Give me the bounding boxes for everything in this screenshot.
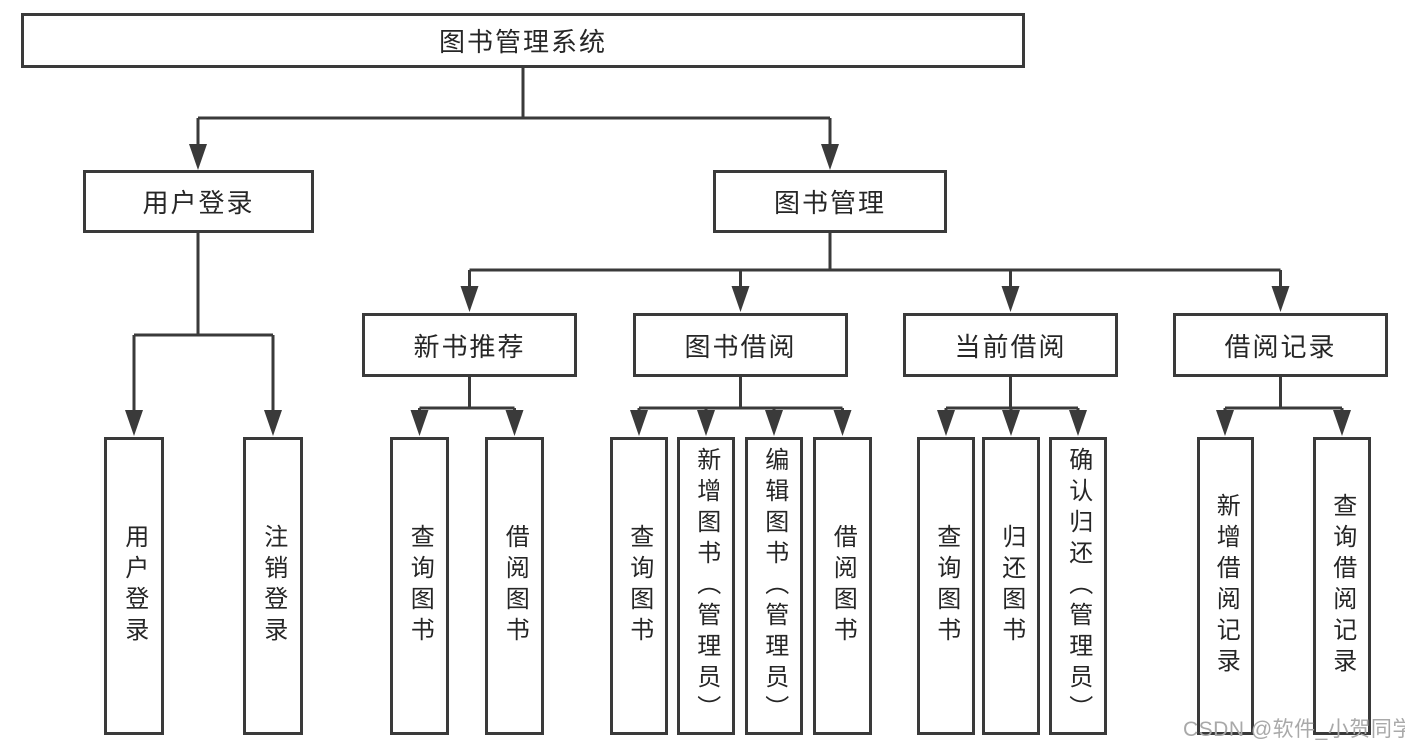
arrowheads [125,144,1351,436]
node-label: 查询图书 [406,524,434,648]
node-book-management-branch: 图书管理 [713,170,947,233]
node-label: 新增图书（管理员） [692,446,720,726]
csdn-watermark: CSDN @软件_小贺同学 [1183,718,1405,741]
node-label: 用户登录 [142,188,255,218]
node-label: 归还图书 [997,524,1025,648]
node-label: 编辑图书（管理员） [760,446,788,726]
node-book-borrowing: 图书借阅 [633,313,848,377]
leaf-borrowing-edit-books-admin: 编辑图书（管理员） [745,437,803,735]
node-label: 查询图书 [932,524,960,648]
node-label: 图书借阅 [684,331,797,362]
node-label: 当前借阅 [954,331,1067,362]
leaf-borrowing-borrow-books: 借阅图书 [813,437,872,735]
node-user-login-branch: 用户登录 [83,170,314,233]
leaf-borrowing-add-books-admin: 新增图书（管理员） [677,437,735,735]
node-label: 查询借阅记录 [1328,493,1356,679]
node-borrowing-records: 借阅记录 [1173,313,1388,377]
node-current-borrowing: 当前借阅 [903,313,1118,377]
node-label: 借阅图书 [501,524,529,648]
node-label: 用户登录 [120,524,148,648]
connector-lines [132,68,1344,414]
leaf-recommend-query-books: 查询图书 [390,437,449,735]
leaf-current-return-books: 归还图书 [982,437,1040,735]
node-label: 注销登录 [259,524,287,648]
node-label: 确认归还（管理员） [1064,446,1092,726]
node-new-book-recommend: 新书推荐 [362,313,577,377]
leaf-user-login: 用户登录 [104,437,164,735]
node-library-management-system: 图书管理系统 [21,13,1025,68]
leaf-borrowing-query-books: 查询图书 [610,437,668,735]
node-label: 借阅图书 [829,524,857,648]
node-label: 借阅记录 [1224,331,1337,362]
leaf-recommend-borrow-books: 借阅图书 [485,437,544,735]
leaf-current-query-books: 查询图书 [917,437,975,735]
node-label: 新增借阅记录 [1212,493,1240,679]
leaf-current-confirm-return-admin: 确认归还（管理员） [1049,437,1107,735]
leaf-records-add-record: 新增借阅记录 [1197,437,1254,735]
leaf-records-query-record: 查询借阅记录 [1313,437,1371,735]
node-label: 图书管理 [773,188,886,218]
node-label: 新书推荐 [413,331,526,362]
node-label: 查询图书 [625,524,653,648]
node-label: 图书管理系统 [438,27,607,57]
leaf-logout: 注销登录 [243,437,303,735]
